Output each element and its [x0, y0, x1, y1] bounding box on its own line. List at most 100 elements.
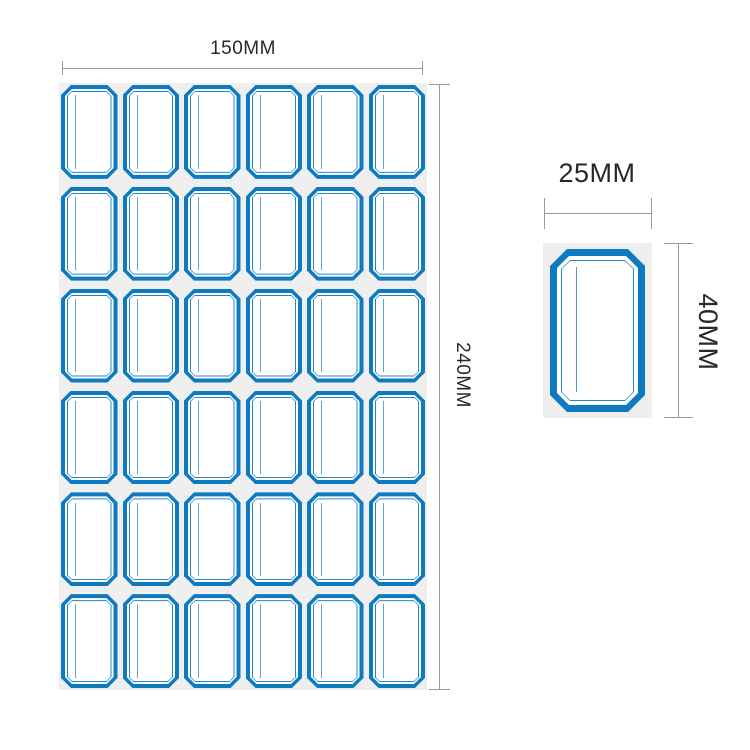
label-writing-line: [198, 604, 200, 678]
label-sticker: [61, 85, 118, 179]
label-inner-face: [191, 194, 234, 274]
label-writing-line: [382, 197, 384, 271]
label-inner-face: [376, 499, 419, 579]
label-writing-line: [259, 197, 261, 271]
label-writing-line: [198, 400, 200, 475]
label-writing-line: [198, 298, 200, 373]
label-writing-line: [382, 95, 384, 169]
sheet-height-dimension-tick-bottom: [429, 689, 450, 690]
label-inner-face: [376, 601, 419, 681]
label-writing-line: [75, 400, 77, 475]
label-writing-line: [75, 197, 77, 271]
label-sticker: [123, 492, 180, 586]
single-label-width-dimension-tick-left: [544, 198, 545, 229]
label-sticker: [184, 85, 241, 179]
label-writing-line: [75, 604, 77, 678]
label-sticker: [369, 594, 426, 688]
label-writing-line: [321, 604, 323, 678]
label-writing-line: [75, 298, 77, 373]
sheet-width-dimension-line: [62, 68, 423, 69]
label-writing-line: [136, 604, 138, 678]
label-sticker: [246, 289, 303, 383]
label-sticker: [61, 594, 118, 688]
label-inner-face: [314, 398, 357, 478]
label-inner-face: [130, 92, 173, 172]
label-inner-face: [130, 601, 173, 681]
label-sticker: [123, 187, 180, 281]
label-sticker: [369, 85, 426, 179]
label-writing-line: [382, 400, 384, 475]
label-sticker: [61, 391, 118, 485]
label-writing-line: [575, 266, 577, 393]
label-writing-line: [259, 604, 261, 678]
single-label-width-dimension-line: [544, 213, 652, 214]
label-sticker: [123, 594, 180, 688]
label-writing-line: [136, 197, 138, 271]
label-inner-face: [253, 601, 296, 681]
label-inner-face: [253, 296, 296, 376]
label-inner-face: [253, 194, 296, 274]
label-inner-face: [253, 398, 296, 478]
label-writing-line: [136, 400, 138, 475]
label-sticker: [123, 289, 180, 383]
label-inner-face: [68, 499, 111, 579]
label-sticker: [123, 85, 180, 179]
single-label-height-dimension-tick-top: [664, 243, 693, 244]
label-inner-face: [314, 499, 357, 579]
label-sticker: [246, 594, 303, 688]
sheet-height-dimension-label: 240MM: [452, 342, 473, 408]
sheet-width-dimension-tick-right: [422, 61, 423, 75]
label-inner-face: [376, 398, 419, 478]
label-inner-face: [68, 296, 111, 376]
label-writing-line: [321, 502, 323, 576]
label-sticker: [246, 492, 303, 586]
label-writing-line: [198, 197, 200, 271]
label-writing-line: [259, 400, 261, 475]
label-sticker: [246, 391, 303, 485]
label-sticker: [61, 289, 118, 383]
label-inner-face: [562, 261, 633, 400]
label-inner-face: [130, 296, 173, 376]
label-sticker: [184, 289, 241, 383]
label-inner-face: [130, 499, 173, 579]
label-writing-line: [382, 604, 384, 678]
label-sticker: [61, 187, 118, 281]
label-sticker: [246, 85, 303, 179]
label-writing-line: [321, 400, 323, 475]
label-writing-line: [136, 298, 138, 373]
label-sticker: [307, 187, 364, 281]
sheet-height-dimension-line: [439, 84, 440, 690]
single-label-width-dimension-label: 25MM: [558, 158, 636, 188]
single-label-sticker: [550, 249, 645, 412]
label-writing-line: [136, 95, 138, 169]
label-writing-line: [75, 502, 77, 576]
label-sticker: [246, 187, 303, 281]
label-sticker: [184, 187, 241, 281]
label-inner-face: [191, 296, 234, 376]
label-sticker: [307, 391, 364, 485]
label-inner-face: [376, 194, 419, 274]
label-inner-face: [130, 194, 173, 274]
label-sticker: [369, 391, 426, 485]
label-writing-line: [321, 197, 323, 271]
label-sticker: [61, 492, 118, 586]
single-label-height-dimension-tick-bottom: [664, 417, 693, 418]
label-inner-face: [191, 92, 234, 172]
label-inner-face: [68, 601, 111, 681]
label-writing-line: [259, 95, 261, 169]
label-sticker: [184, 492, 241, 586]
label-sticker: [307, 492, 364, 586]
single-label-height-dimension-line: [678, 243, 679, 418]
label-sticker: [307, 289, 364, 383]
label-sticker: [123, 391, 180, 485]
label-writing-line: [259, 502, 261, 576]
label-writing-line: [321, 95, 323, 169]
sheet-height-dimension-tick-top: [429, 84, 450, 85]
label-inner-face: [68, 92, 111, 172]
label-sticker: [369, 289, 426, 383]
label-inner-face: [130, 398, 173, 478]
label-writing-line: [198, 502, 200, 576]
label-inner-face: [68, 398, 111, 478]
label-writing-line: [75, 95, 77, 169]
